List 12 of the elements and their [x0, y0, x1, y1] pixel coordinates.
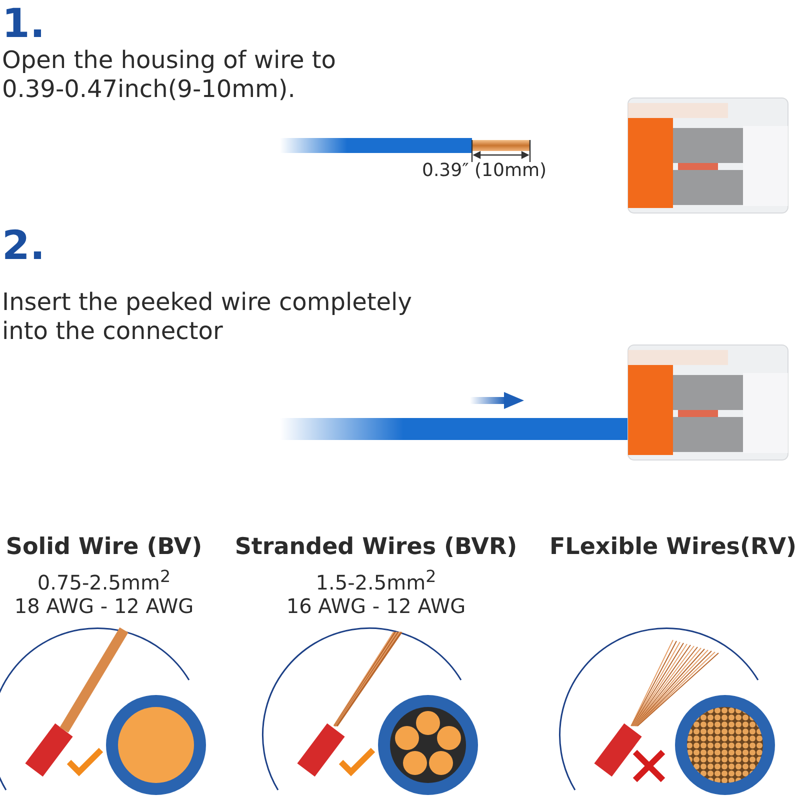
- step-number: 2.: [2, 222, 46, 270]
- wire-type-heading: Stranded Wires (BVR): [234, 534, 518, 562]
- wire-size-text: 1.5-2.5mm$^{2}$: [316, 567, 436, 595]
- wire-gauge-text: 16 AWG - 12 AWG: [286, 594, 466, 618]
- wire-type-heading: FLexible Wires(RV): [549, 534, 797, 562]
- instruction-text: Insert the peeked wire completely into the connector: [2, 288, 413, 346]
- wire-gauge-text: 18 AWG - 12 AWG: [14, 594, 194, 618]
- dimension-label: 0.39″ (10mm): [422, 160, 547, 182]
- step-number: 1.: [2, 0, 46, 48]
- wire-type-heading: Solid Wire (BV): [6, 534, 202, 562]
- wire-size-text: 0.75-2.5mm$^{2}$: [37, 567, 171, 595]
- instruction-text: Open the housing of wire to 0.39-0.47inch(9-10mm).: [2, 46, 337, 104]
